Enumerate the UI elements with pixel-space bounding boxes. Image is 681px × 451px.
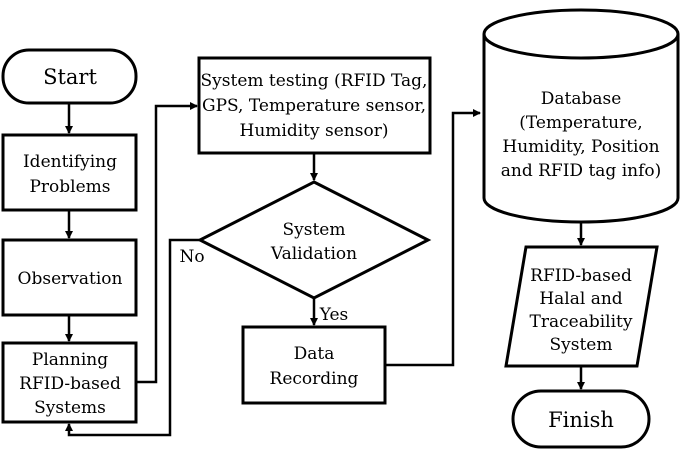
identifying-line-1: Identifying (23, 152, 117, 172)
planning-line-1: Planning (32, 350, 108, 370)
observation-process: Observation (1, 238, 138, 317)
finish-terminator: Finish (511, 389, 651, 449)
halal-line-1: RFID-based (530, 266, 632, 286)
validation-line-2: Validation (270, 244, 357, 264)
observation-label: Observation (18, 269, 123, 289)
edge-recording-to-database (385, 109, 481, 367)
database-line-4: and RFID tag info) (501, 161, 662, 181)
halal-line-3: Traceability (530, 312, 633, 332)
edge-label-no: No (179, 247, 204, 267)
database-line-3: Humidity, Position (502, 137, 659, 157)
database-line-2: (Temperature, (519, 113, 642, 133)
edge-validation-no-to-planning (65, 238, 200, 437)
system-testing-line-2: GPS, Temperature sensor, (202, 96, 426, 116)
validation-line-1: System (283, 220, 346, 240)
system-testing-process: System testing (RFID Tag, GPS, Temperatu… (197, 56, 432, 155)
halal-line-4: System (550, 335, 613, 355)
edge-label-yes: Yes (319, 305, 349, 325)
halal-traceability-io: RFID-based Halal and Traceability System (504, 245, 659, 368)
system-validation-decision: System Validation (196, 180, 432, 300)
data-recording-process: Data Recording (241, 325, 387, 405)
data-recording-line-1: Data (294, 344, 335, 364)
database-cylinder: Database (Temperature, Humidity, Positio… (482, 8, 680, 224)
edge-planning-to-system-testing (137, 102, 198, 384)
system-testing-line-3: Humidity sensor) (240, 121, 389, 141)
planning-line-2: RFID-based (19, 374, 121, 394)
system-testing-line-1: System testing (RFID Tag, (201, 71, 428, 91)
finish-label: Finish (548, 408, 614, 432)
identifying-problems-process: Identifying Problems (1, 133, 138, 212)
halal-line-2: Halal and (539, 289, 622, 309)
edges (65, 102, 585, 437)
planning-process: Planning RFID-based Systems (1, 341, 138, 424)
data-recording-line-2: Recording (270, 369, 359, 389)
start-label: Start (43, 65, 97, 89)
identifying-line-2: Problems (29, 177, 110, 197)
database-line-1: Database (541, 89, 622, 109)
planning-line-3: Systems (34, 398, 106, 418)
start-terminator: Start (1, 48, 138, 105)
